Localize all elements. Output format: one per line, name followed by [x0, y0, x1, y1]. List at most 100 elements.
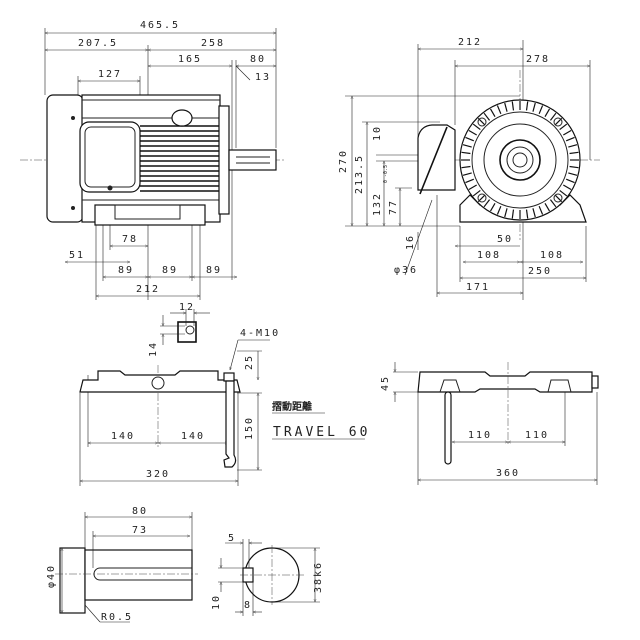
dim-foot-height: 16	[405, 234, 416, 250]
dim-foot-spacing-1: 89	[118, 265, 134, 276]
radial-fin	[472, 123, 481, 131]
dim-terminal-width: 212	[458, 37, 482, 48]
dim-key-height: 10	[211, 594, 222, 610]
radial-fin	[544, 203, 551, 212]
radial-fin	[511, 209, 515, 219]
radial-fin	[462, 172, 472, 176]
radial-fin	[461, 165, 471, 169]
dim-hole-spacing-right: 140	[181, 431, 205, 442]
terminal-box	[79, 121, 141, 193]
shaft-detail: φ40 80 73 R0.5 5 10 8 38k6	[46, 506, 324, 623]
shaft-body	[84, 549, 193, 601]
radial-fin	[532, 102, 536, 112]
dim-terminal-to-center: 171	[466, 282, 490, 293]
dim-fillet-radius: R0.5	[101, 612, 133, 623]
radial-fin	[559, 123, 568, 131]
dim-bolt-length: 150	[244, 416, 255, 440]
dim-foot-length: 212	[136, 284, 160, 295]
dim-terminal-height: 213.5	[354, 154, 365, 194]
radial-fin	[489, 203, 496, 212]
dim-foot-spacing-2: 89	[162, 265, 178, 276]
dim-shaft-height-tol: 0 -0.5	[383, 165, 389, 183]
radial-fin	[549, 112, 557, 121]
shaft	[228, 149, 277, 171]
dim-foot-edge: 51	[69, 250, 85, 261]
radial-fin	[511, 101, 515, 111]
dim-rail-width: 360	[496, 468, 520, 479]
radial-fin	[483, 112, 491, 121]
radial-fin	[565, 136, 575, 142]
dim-bolt-top: 25	[244, 354, 255, 370]
radial-fin	[559, 189, 568, 197]
dim-terminal-offset: 10	[372, 125, 383, 141]
dim-foot-spacing-left: 108	[477, 250, 501, 261]
dim-hole-spacing-left: 140	[111, 431, 135, 442]
flange	[218, 105, 230, 215]
slot-detail	[177, 321, 197, 343]
radial-fin	[468, 129, 477, 136]
dim-foot-spacing-3: 89	[206, 265, 222, 276]
dim-shaft-dia: 38k6	[313, 561, 324, 593]
frame-outer	[459, 99, 581, 221]
dim-flange-gap: 13	[255, 72, 271, 83]
radial-fin	[461, 151, 471, 155]
dim-foot-spacing-right: 108	[540, 250, 564, 261]
dim-foot-to-center: 78	[122, 234, 138, 245]
dim-slot-height: 14	[148, 341, 159, 357]
dim-spacing-right: 110	[525, 430, 549, 441]
radial-fin	[532, 208, 536, 218]
radial-fin	[525, 209, 529, 219]
fan-cover	[46, 94, 84, 223]
bolt-spec: 4-M10	[240, 328, 280, 339]
radial-fin	[504, 208, 508, 218]
radial-fin	[496, 105, 502, 115]
dim-foot-half: 50	[497, 234, 513, 245]
shaft-shoulder	[59, 547, 86, 614]
radial-fin	[569, 151, 579, 155]
radial-fin	[483, 199, 491, 208]
dim-key-width: 8	[244, 600, 252, 611]
foot	[94, 204, 206, 226]
radial-fin	[538, 205, 544, 215]
dim-terminal-box-offset: 127	[98, 69, 122, 80]
rail-end	[417, 371, 593, 393]
radial-fin	[472, 189, 481, 197]
radial-fin	[568, 144, 578, 148]
dim-conduit-dia: φ36	[394, 265, 418, 276]
dim-shaft-length: 80	[250, 54, 266, 65]
radial-fin	[489, 108, 496, 117]
dim-shaft-height: 132	[372, 192, 383, 216]
dim-slot-width: 12	[179, 302, 195, 313]
dim-key-depth: 5	[228, 533, 236, 544]
radial-fin	[563, 129, 572, 136]
radial-fin	[525, 101, 529, 111]
radial-fin	[496, 205, 502, 215]
radial-fin	[568, 172, 578, 176]
radial-fin	[544, 108, 551, 117]
radial-fin	[468, 184, 477, 191]
dim-overall-height: 270	[338, 149, 349, 173]
radial-fin	[504, 102, 508, 112]
dim-spacing-left: 110	[468, 430, 492, 441]
radial-fin	[565, 178, 575, 184]
dim-rear-to-center: 207.5	[78, 38, 118, 49]
radial-fin	[549, 199, 557, 208]
terminal-box-front	[417, 124, 456, 191]
dim-rail-length: 320	[146, 469, 170, 480]
radial-fin	[465, 136, 475, 142]
radial-fin	[462, 144, 472, 148]
front-view: 270 213.5 10 132 0 -0.5 77 16 φ36 212 27…	[338, 37, 600, 300]
dim-center-to-flange: 165	[178, 54, 202, 65]
radial-fin	[465, 178, 475, 184]
dim-frame-width: 278	[526, 54, 550, 65]
dim-key-length: 73	[132, 525, 148, 536]
rail-bolt	[444, 391, 452, 465]
dim-foot-width: 250	[528, 266, 552, 277]
dim-overall-length: 465.5	[140, 20, 180, 31]
rail-side-view: 12 14 4-M10 25 150 摺動距離 TRAVEL 60 140 14…	[79, 302, 367, 486]
travel-label-jp: 摺動距離	[272, 400, 312, 413]
lifting-eye	[171, 109, 193, 127]
dim-shoulder-dia: φ40	[46, 564, 57, 588]
rail-end-view: 45 110 110 360	[380, 362, 599, 485]
side-view: 465.5 207.5 258 165 80 13 127 78 51 89 8…	[20, 20, 285, 300]
